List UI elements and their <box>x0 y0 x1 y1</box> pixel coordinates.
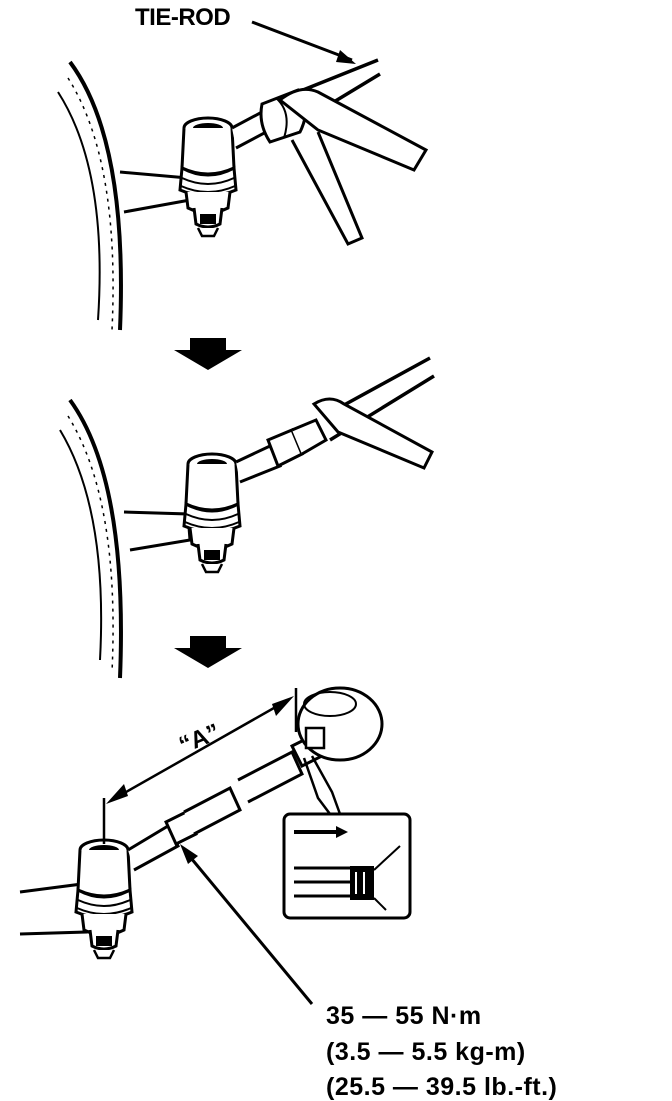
tie-rod-leader <box>251 20 353 62</box>
detail-inset <box>282 812 412 920</box>
tire-arc <box>68 398 123 679</box>
torque-leader <box>184 851 314 1005</box>
torque-lbft: (25.5 — 39.5 lb.-ft.) <box>326 1073 558 1101</box>
step-arrow-1 <box>174 338 242 370</box>
panel-2-tie-rod-end <box>59 356 435 679</box>
panel-1-tie-rod-end <box>57 20 429 331</box>
tie-rod-label: TIE-ROD <box>135 4 231 31</box>
dimension-line-a <box>111 698 289 802</box>
tire-arc <box>68 60 123 331</box>
step-arrow-2 <box>174 636 242 668</box>
knuckle-arm <box>119 170 192 214</box>
knuckle-arm <box>123 510 192 552</box>
wrench-1 <box>277 87 429 172</box>
panel-3-length-adjustment <box>19 686 412 1005</box>
wrench <box>311 397 434 470</box>
adjusting-sleeve <box>183 785 242 836</box>
torque-nm: 35 — 55 N·m <box>326 1002 482 1030</box>
torque-kgm: (3.5 — 5.5 kg-m) <box>326 1038 526 1066</box>
wrench-2 <box>290 131 364 246</box>
